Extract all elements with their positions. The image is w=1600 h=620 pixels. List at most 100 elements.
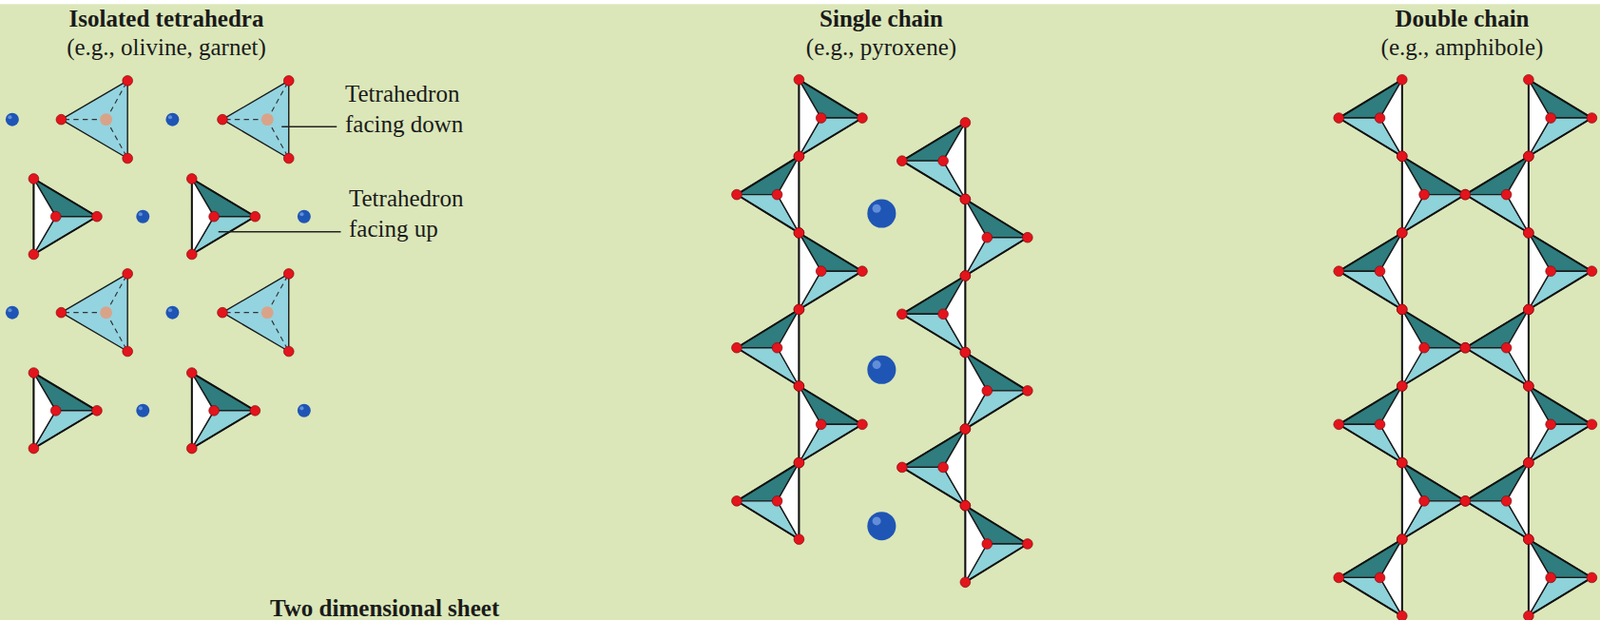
oxygen-atom [1522, 610, 1534, 620]
oxygen-atom [960, 117, 971, 129]
oxygen-atom [1522, 381, 1534, 392]
oxygen-atom [28, 443, 39, 454]
oxygen-atom [122, 153, 134, 164]
oxygen-atom [793, 304, 805, 315]
hidden-edge [267, 312, 290, 352]
tetrahedron-outline [902, 122, 966, 200]
oxygen-atom [1522, 151, 1534, 162]
tetrahedron-outline [192, 372, 256, 448]
oxygen-atom [982, 385, 993, 396]
cation-highlight [138, 212, 143, 216]
tetrahedron-outline [902, 275, 966, 353]
tetrahedron-outline [1465, 462, 1529, 540]
oxygen-atom [1586, 572, 1598, 583]
oxygen-atom [938, 155, 949, 167]
oxygen-atom [793, 151, 805, 162]
oxygen-atom [1522, 151, 1534, 162]
leader-line [281, 125, 337, 128]
tetrahedron-face [222, 273, 290, 352]
cation-highlight [138, 405, 143, 410]
cation-highlight [872, 204, 882, 213]
oxygen-atom [1501, 342, 1512, 353]
oxygen-atom [960, 270, 971, 282]
hidden-edge [106, 119, 129, 159]
oxygen-atom [1021, 539, 1033, 550]
oxygen-atom [1333, 572, 1345, 583]
panel-heading: (e.g., amphibole) [1381, 32, 1544, 63]
oxygen-atom [1374, 419, 1386, 430]
oxygen-atom [92, 211, 103, 222]
oxygen-atom [815, 113, 827, 124]
tetrahedron-outline [1465, 155, 1529, 233]
oxygen-atom [1522, 457, 1534, 468]
oxygen-atom [857, 266, 868, 277]
oxygen-atom [815, 266, 827, 277]
oxygen-atom [1396, 457, 1408, 468]
oxygen-atom [209, 404, 220, 416]
tetrahedron-outline [798, 385, 863, 463]
oxygen-atom [1396, 304, 1408, 315]
tetrahedron-outline [964, 505, 1027, 583]
oxygen-atom [771, 342, 783, 353]
oxygen-atom [217, 114, 229, 125]
tetrahedron-outline [798, 232, 863, 310]
oxygen-atom [793, 534, 805, 545]
oxygen-atom [732, 342, 743, 353]
cation [135, 404, 150, 418]
oxygen-atom [771, 189, 783, 200]
oxygen-atom [960, 577, 971, 588]
oxygen-atom [217, 307, 229, 318]
oxygen-atom [857, 113, 868, 124]
oxygen-atom [92, 404, 103, 416]
oxygen-atom [1522, 228, 1534, 239]
oxygen-atom [1522, 534, 1534, 545]
oxygen-atom [1419, 189, 1430, 200]
oxygen-atom [982, 231, 993, 243]
oxygen-atom [960, 424, 971, 435]
tetrahedron-outline [1338, 539, 1403, 617]
tetrahedron-outline [1465, 308, 1529, 386]
oxygen-atom [50, 211, 61, 222]
silicon-atom [99, 113, 113, 126]
oxygen-atom [1419, 342, 1430, 353]
oxygen-atom [1460, 342, 1471, 353]
cation [867, 511, 896, 540]
oxygen-atom [960, 500, 971, 511]
oxygen-atom [1333, 419, 1345, 430]
oxygen-atom [896, 155, 907, 167]
oxygen-atom [28, 173, 39, 185]
oxygen-atom [1545, 113, 1557, 124]
tetrahedron-outline [964, 198, 1027, 276]
tetrahedron-outline [1402, 462, 1466, 540]
tetrahedron-outline [1338, 232, 1403, 310]
oxygen-atom [283, 75, 294, 86]
oxygen-atom [1545, 419, 1557, 430]
hidden-edge [106, 312, 129, 352]
oxygen-atom [1396, 228, 1408, 239]
oxygen-atom [1522, 457, 1534, 468]
oxygen-atom [1545, 266, 1557, 277]
panel-heading: Double chain [1394, 3, 1529, 35]
oxygen-atom [1460, 342, 1471, 353]
cation-highlight [168, 115, 173, 119]
oxygen-atom [1586, 266, 1598, 277]
tetrahedron-face [60, 80, 128, 159]
tetrahedron-outline [736, 308, 799, 386]
cation [165, 306, 179, 320]
oxygen-atom [56, 114, 67, 125]
oxygen-atom [793, 228, 805, 239]
silicon-atom [261, 306, 274, 319]
oxygen-atom [1501, 189, 1512, 200]
hidden-edge [267, 119, 290, 159]
cation-highlight [168, 308, 173, 312]
oxygen-atom [815, 419, 827, 430]
hidden-edge [106, 273, 129, 313]
panel-heading: Isolated tetrahedra [69, 3, 265, 35]
oxygen-atom [1460, 189, 1471, 200]
oxygen-atom [1021, 231, 1033, 243]
oxygen-atom [793, 228, 805, 239]
oxygen-atom [1396, 151, 1408, 162]
callout-label: Tetrahedron facing up [348, 183, 511, 245]
oxygen-atom [1522, 74, 1534, 85]
oxygen-atom [938, 308, 949, 320]
